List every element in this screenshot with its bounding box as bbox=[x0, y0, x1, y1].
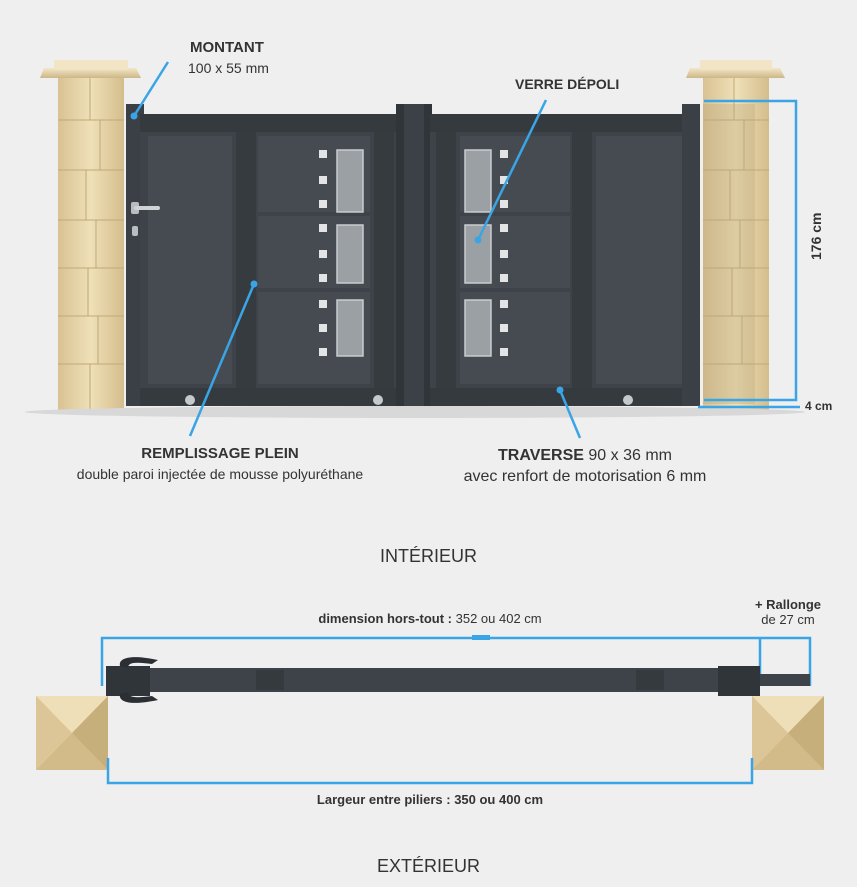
montant-pointer bbox=[132, 61, 170, 117]
traverse-size: 90 x 36 mm bbox=[588, 447, 672, 464]
largeur-dimension bbox=[106, 758, 754, 785]
rallonge-bar bbox=[760, 674, 810, 686]
montant-title: MONTANT bbox=[190, 39, 264, 56]
traverse-detail: avec renfort de motorisation 6 mm bbox=[463, 468, 707, 485]
largeur-title: Largeur entre piliers : bbox=[316, 792, 451, 807]
frosted-glass bbox=[336, 149, 492, 357]
hors-tout-title: dimension hors-tout : bbox=[318, 611, 452, 626]
remplissage-block: REMPLISSAGE PLEIN double paroi injectée … bbox=[30, 445, 410, 482]
gate-plan-view bbox=[36, 635, 824, 785]
height-dimension bbox=[704, 99, 798, 402]
square-inserts bbox=[319, 150, 508, 356]
wheels bbox=[185, 395, 633, 405]
left-pillar bbox=[40, 60, 141, 410]
verre-pointer bbox=[476, 99, 548, 241]
handle-icon bbox=[131, 202, 160, 236]
largeur-value: 350 ou 400 cm bbox=[454, 792, 544, 807]
rallonge-title: + Rallonge bbox=[754, 597, 822, 612]
hors-tout-value: 352 ou 402 cm bbox=[455, 611, 542, 626]
exterieur-heading: EXTÉRIEUR bbox=[376, 856, 481, 876]
right-pillar bbox=[686, 60, 785, 410]
montant-detail: 100 x 55 mm bbox=[188, 60, 269, 76]
remplissage-pointer bbox=[188, 283, 256, 437]
hinge-icon bbox=[119, 657, 158, 703]
gap-label: 4 cm bbox=[805, 399, 833, 413]
verre-title: VERRE DÉPOLI bbox=[515, 76, 620, 92]
height-label: 176 cm bbox=[808, 212, 824, 260]
hors-tout-dimension bbox=[100, 636, 812, 686]
traverse-title: TRAVERSE bbox=[498, 447, 584, 464]
hors-tout-label: dimension hors-tout : 352 ou 402 cm bbox=[230, 611, 630, 626]
rallonge-detail: de 27 cm bbox=[761, 612, 815, 627]
pillar-plan-right bbox=[752, 696, 824, 770]
remplissage-detail: double paroi injectée de mousse polyurét… bbox=[76, 466, 364, 482]
remplissage-title: REMPLISSAGE PLEIN bbox=[141, 445, 299, 462]
gate-front-view bbox=[25, 60, 805, 439]
rallonge-label: + Rallonge de 27 cm bbox=[728, 597, 848, 627]
pillar-plan-left bbox=[36, 696, 108, 770]
interieur-heading: INTÉRIEUR bbox=[379, 546, 477, 566]
largeur-label: Largeur entre piliers : 350 ou 400 cm bbox=[230, 792, 630, 807]
traverse-pointer bbox=[558, 389, 582, 439]
traverse-block: TRAVERSE 90 x 36 mm avec renfort de moto… bbox=[420, 447, 750, 486]
